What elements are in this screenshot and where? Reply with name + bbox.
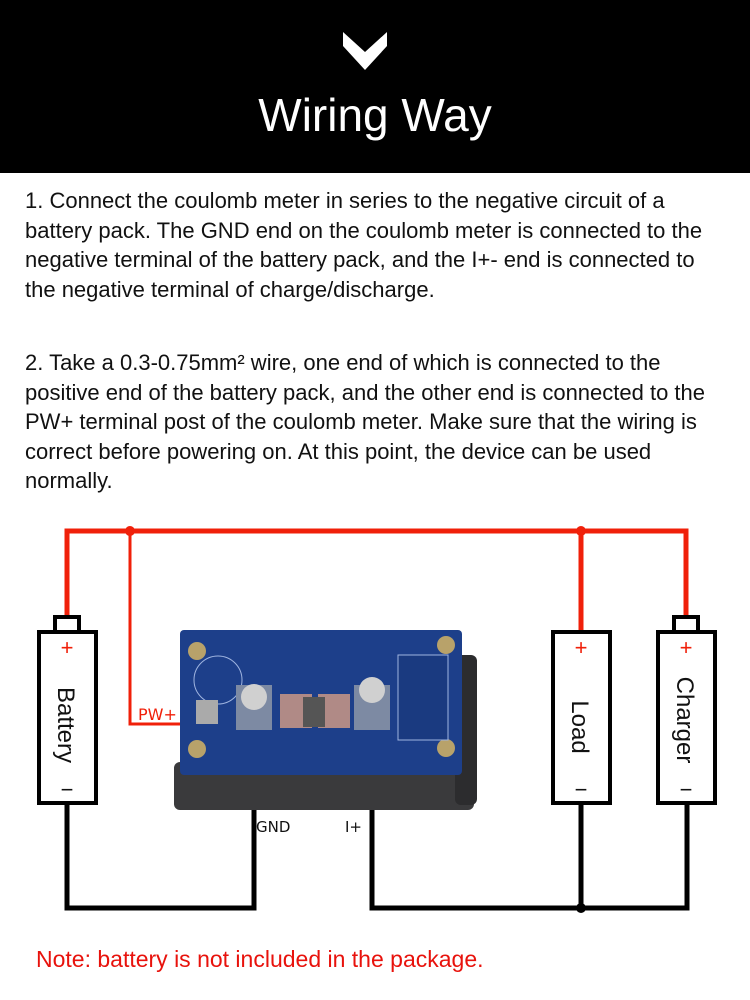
pw-plus-terminal [196,700,218,724]
pw-plus-label: PW+ [138,705,177,724]
svg-text:+: + [575,635,588,660]
positive-wires [64,528,689,632]
svg-text:−: − [680,777,693,802]
mount-screw [437,636,455,654]
battery-label: Battery [52,687,79,763]
minus-sign: − [61,777,74,802]
chevron-down-icon [343,32,387,70]
instruction-step-2: 2. Take a 0.3-0.75mm² wire, one end of w… [25,350,706,493]
negative-wires [64,722,690,911]
charger-symbol: + − Charger [656,615,717,805]
mount-screw [188,642,206,660]
battery-symbol: + − Battery [37,615,98,805]
load-label: Load [566,700,593,753]
positive-bus-wire [64,528,689,617]
wiring-diagram: PW+ + − Battery + − Load + − Charger [37,526,717,913]
i-plus-label: I+ [345,818,362,836]
plus-sign: + [61,635,74,660]
load-symbol: + − Load [551,630,612,805]
charger-label: Charger [671,677,698,764]
coulomb-meter-board [174,630,477,810]
instruction-step-1: 1. Connect the coulomb meter in series t… [25,188,703,302]
svg-text:+: + [680,635,693,660]
svg-text:−: − [575,777,588,802]
gnd-label: GND [256,818,290,836]
junction-dot [125,526,135,536]
junction-dot [576,903,586,913]
mount-screw [188,740,206,758]
header-banner: Wiring Way [0,0,750,173]
note-text: Note: battery is not included in the pac… [36,946,484,972]
junction-dot [576,526,586,536]
mount-screw [437,739,455,757]
page-title: Wiring Way [258,89,492,141]
